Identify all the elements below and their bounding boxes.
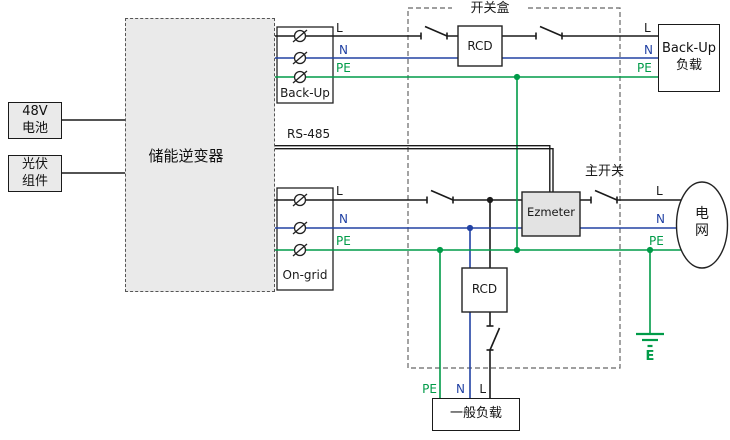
label-n-load: N [456, 382, 465, 396]
switch-icon-load [486, 325, 501, 351]
ground-icon [636, 332, 664, 348]
junction-dot [646, 246, 654, 254]
switch-icon-main [590, 189, 618, 204]
switch-box-label: 开关盒 [452, 1, 528, 17]
rcd-bottom-box [461, 267, 508, 313]
rcd-top-box [457, 25, 503, 67]
label-pe-ongrid-left: PE [336, 234, 351, 248]
rs485-line [275, 145, 554, 192]
label-l-load: L [479, 382, 486, 396]
rcd-top-label: RCD [467, 39, 493, 53]
backup-load-box: Back-Up 负载 [658, 24, 720, 92]
ezmeter-box [521, 191, 581, 237]
label-n-backup-left: N [339, 43, 348, 57]
switch-icon-backup-1 [420, 25, 448, 40]
label-l-ongrid-left: L [336, 184, 343, 198]
switch-icon-ongrid [426, 189, 454, 204]
pv-module-box: 光伏 组件 [8, 155, 62, 192]
ongrid-terminal-box [276, 187, 334, 291]
backup-terminal-box [276, 26, 334, 104]
label-l-grid: L [656, 184, 663, 198]
grid-label: 电 网 [695, 206, 709, 239]
label-pe-load: PE [422, 382, 437, 396]
terminal-icon [292, 51, 308, 65]
wire-neutral-ongrid [275, 227, 686, 398]
label-n-backup-right: N [644, 43, 653, 57]
earth-label: E [645, 349, 655, 364]
label-pe-backup-right: PE [637, 61, 652, 75]
ongrid-port-label: On-grid [282, 268, 328, 282]
terminal-icons [292, 29, 308, 257]
rs485-label: RS-485 [287, 127, 331, 141]
inverter-box: 储能逆变器 [125, 18, 275, 292]
main-switch-label: 主开关 [585, 164, 625, 179]
label-n-grid: N [656, 212, 665, 226]
terminal-icon [292, 193, 308, 207]
terminal-icon [292, 243, 308, 257]
ezmeter-label: Ezmeter [527, 205, 575, 219]
junction-dot [513, 246, 521, 254]
terminal-icon [292, 221, 308, 235]
junction-dot [486, 196, 494, 204]
rcd-bottom-label: RCD [471, 282, 498, 296]
switch-icon-backup-2 [535, 25, 563, 40]
battery-box: 48V 电池 [8, 102, 62, 139]
grid-ellipse [675, 181, 729, 269]
label-pe-backup-left: PE [336, 61, 351, 75]
general-load-box: 一般负载 [432, 398, 520, 431]
terminal-icon [292, 29, 308, 43]
wire-pe-ongrid [275, 249, 686, 398]
junction-dot [466, 224, 474, 232]
junction-dot [513, 73, 521, 81]
label-pe-grid: PE [649, 234, 664, 248]
backup-port-label: Back-Up [280, 86, 330, 100]
terminal-icon [292, 70, 308, 84]
label-l-backup-left: L [336, 21, 343, 35]
junction-dots [436, 73, 654, 254]
label-l-backup-right: L [644, 21, 651, 35]
label-n-ongrid-left: N [339, 212, 348, 226]
junction-dot [436, 246, 444, 254]
